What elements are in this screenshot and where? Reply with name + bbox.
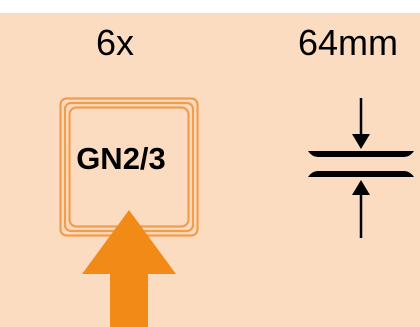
tray-size-label: GN2/3	[76, 141, 166, 176]
spacing-gap-icon	[308, 98, 414, 238]
tray-spacing-label: 64mm	[298, 22, 399, 63]
tray-count-label: 6x	[96, 22, 135, 63]
insert-arrow-icon	[82, 210, 176, 327]
